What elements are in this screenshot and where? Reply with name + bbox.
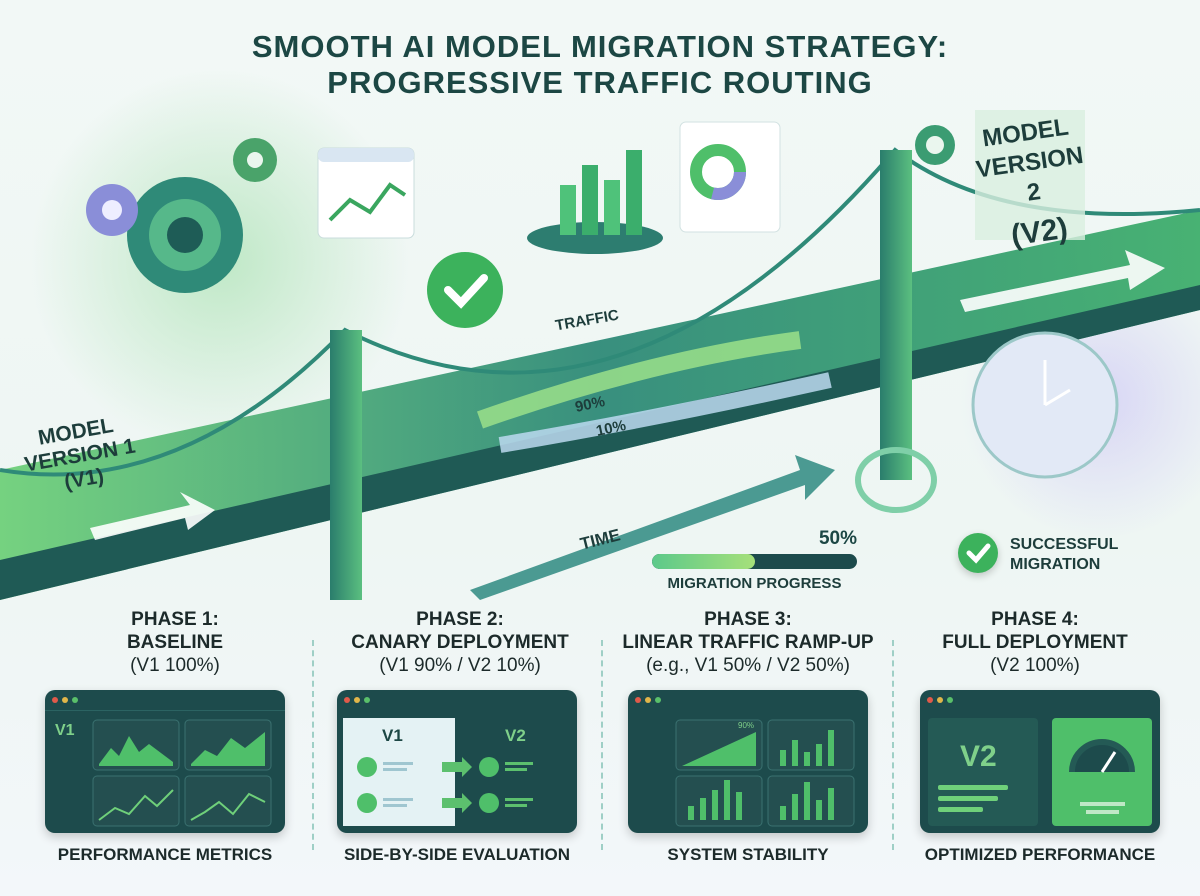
phase-title: PHASE 3: bbox=[704, 609, 792, 630]
bridge-tower-right bbox=[880, 150, 912, 480]
gear-icon bbox=[86, 184, 138, 236]
page-title-line1: SMOOTH AI MODEL MIGRATION STRATEGY: bbox=[251, 29, 949, 64]
bridge-illustration bbox=[0, 70, 1200, 600]
page-title-line2: PROGRESSIVE TRAFFIC ROUTING bbox=[327, 65, 873, 100]
phase-divider bbox=[312, 640, 314, 850]
gear-icon bbox=[915, 125, 955, 165]
phase-3-heading: PHASE 3: LINEAR TRAFFIC RAMP-UP (e.g., V… bbox=[603, 608, 893, 677]
phase-title: PHASE 4: bbox=[991, 609, 1079, 630]
model-v2-label: MODEL VERSION 2 (V2) bbox=[962, 110, 1104, 256]
pier-ring bbox=[855, 447, 937, 513]
phase-title: PHASE 2: bbox=[416, 609, 504, 630]
phase-2-heading: PHASE 2: CANARY DEPLOYMENT (V1 90% / V2 … bbox=[315, 608, 605, 677]
metrics-dashboard bbox=[45, 697, 285, 827]
caption-performance-metrics: PERFORMANCE METRICS bbox=[57, 845, 273, 864]
phase-name: CANARY DEPLOYMENT bbox=[351, 632, 569, 653]
success-label: SUCCESSFUL MIGRATION bbox=[1010, 535, 1118, 575]
check-badge-icon bbox=[427, 252, 503, 328]
phase-split: (V1 90% / V2 10%) bbox=[379, 655, 541, 676]
phase-split: (V2 100%) bbox=[990, 655, 1080, 676]
phase-divider bbox=[601, 640, 603, 850]
gear-icon bbox=[233, 138, 277, 182]
panel-percent-label: 90% bbox=[738, 721, 755, 730]
performance-metrics-panel: V1 bbox=[45, 690, 285, 833]
time-arrow bbox=[470, 455, 835, 600]
success-line1: SUCCESSFUL bbox=[1010, 536, 1119, 553]
phase-split: (e.g., V1 50% / V2 50%) bbox=[646, 655, 850, 676]
phase-name: LINEAR TRAFFIC RAMP-UP bbox=[622, 632, 874, 653]
progress-bar-fill bbox=[652, 554, 755, 569]
traffic-chart-icon bbox=[527, 150, 663, 254]
phase-4-heading: PHASE 4: FULL DEPLOYMENT (V2 100%) bbox=[890, 608, 1180, 677]
success-line2: MIGRATION bbox=[1010, 556, 1101, 573]
phase-divider bbox=[892, 640, 894, 850]
bridge-tower-left bbox=[330, 330, 362, 600]
progress-bar bbox=[652, 554, 857, 569]
phase-title: PHASE 1: bbox=[131, 609, 219, 630]
performance-dashboard bbox=[927, 697, 1152, 826]
stability-dashboard bbox=[635, 697, 855, 827]
caption-system-stability: SYSTEM STABILITY bbox=[667, 845, 829, 864]
progress-label: MIGRATION PROGRESS bbox=[667, 575, 842, 592]
panel-v2-label: V2 bbox=[960, 740, 997, 773]
caption-optimized-performance: OPTIMIZED PERFORMANCE bbox=[924, 845, 1156, 864]
side-by-side-panel: V1 V2 bbox=[337, 690, 577, 833]
caption-side-by-side: SIDE-BY-SIDE EVALUATION bbox=[343, 845, 571, 864]
migration-progress: 50% MIGRATION PROGRESS bbox=[652, 528, 857, 592]
phase-name: BASELINE bbox=[126, 632, 224, 653]
panel-v2-label: V2 bbox=[505, 726, 526, 745]
traffic-arrows bbox=[90, 250, 1165, 540]
success-check-icon bbox=[958, 533, 998, 573]
speedometer-icon bbox=[1069, 739, 1135, 773]
gear-icon bbox=[127, 177, 243, 293]
panel-v1-label: V1 bbox=[382, 726, 403, 745]
optimized-performance-panel: V2 bbox=[920, 690, 1160, 833]
v2-backdrop bbox=[975, 110, 1085, 240]
clock-icon bbox=[971, 331, 1119, 479]
phase-name: FULL DEPLOYMENT bbox=[942, 632, 1128, 653]
phase-split: (V1 100%) bbox=[130, 655, 220, 676]
chart-card-icon bbox=[317, 147, 415, 239]
system-stability-panel: 90% bbox=[628, 690, 868, 833]
phase-1-heading: PHASE 1: BASELINE (V1 100%) bbox=[30, 608, 320, 677]
donut-chart-icon bbox=[679, 121, 781, 233]
progress-value: 50% bbox=[818, 528, 857, 549]
comparison-dashboard bbox=[343, 697, 533, 826]
panel-v1-label: V1 bbox=[55, 722, 75, 739]
